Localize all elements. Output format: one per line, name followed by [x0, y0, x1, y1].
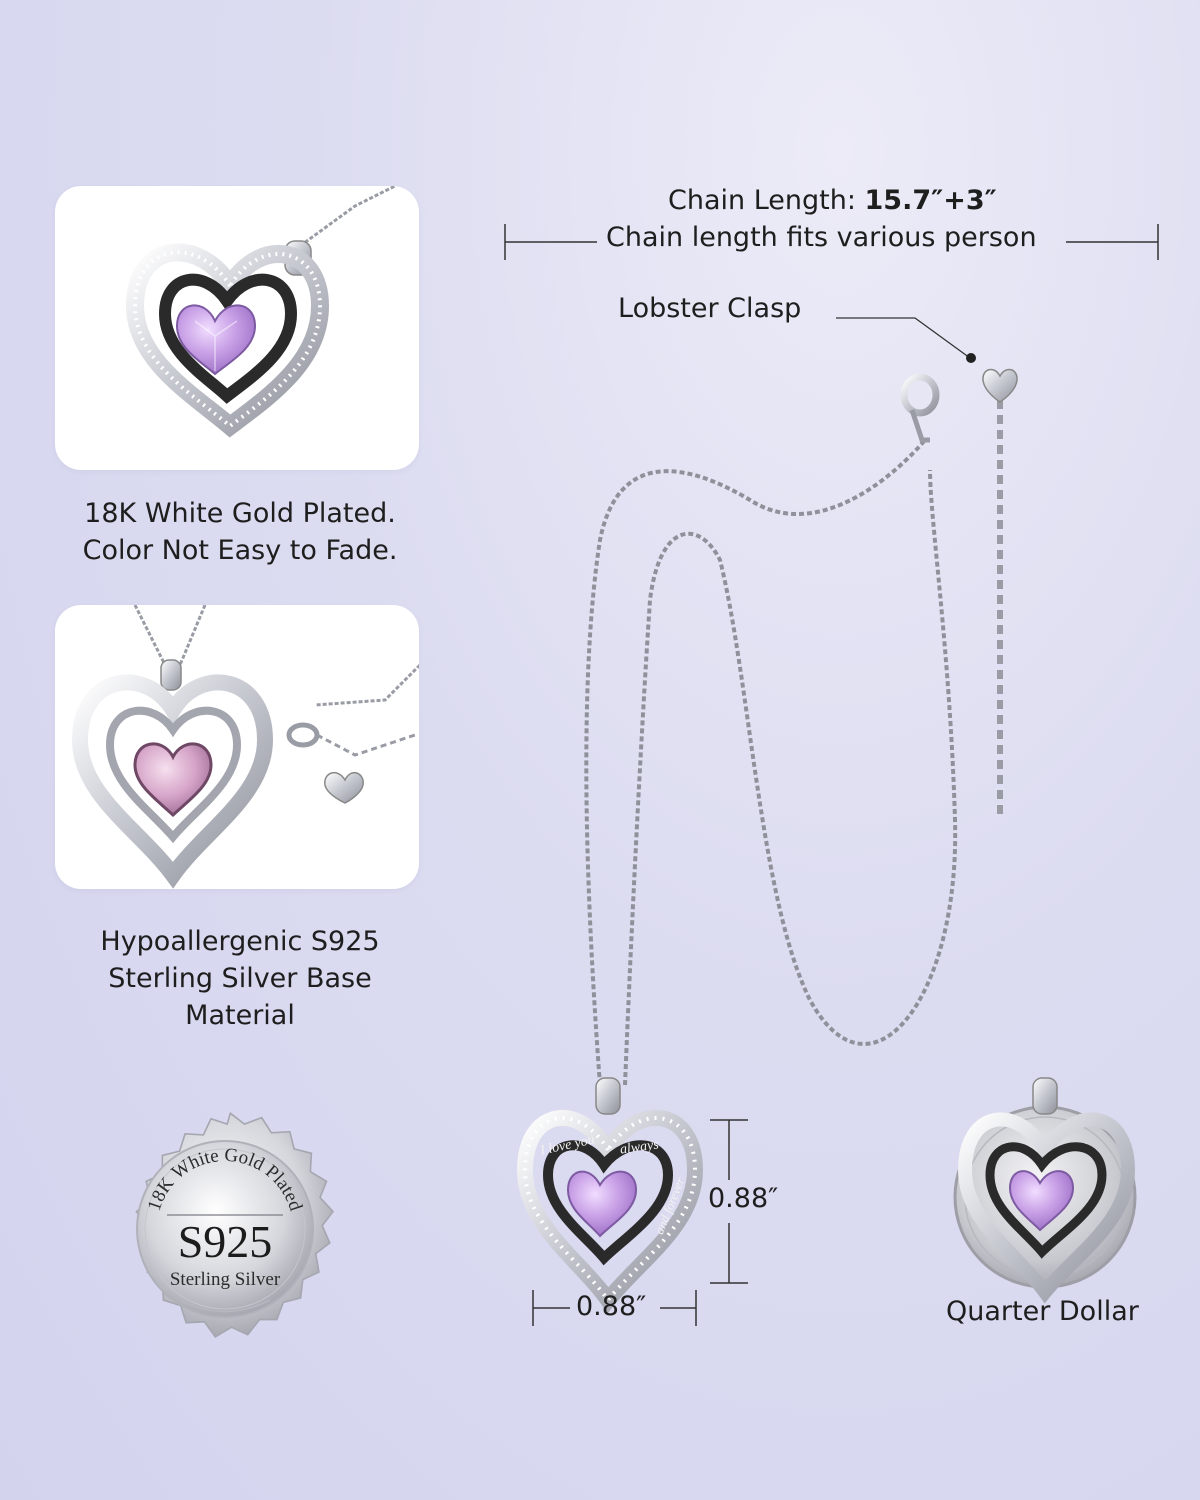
chain-length-label: Chain Length: 15.7″+3″: [668, 185, 997, 216]
badge-seal-icon: 18K White Gold Plated S925 Sterling Silv…: [135, 1111, 335, 1338]
chain-length-prefix: Chain Length:: [668, 185, 865, 216]
s925-badge: 18K White Gold Plated S925 Sterling Silv…: [95, 1095, 355, 1355]
quarter-dollar-label: Quarter Dollar: [946, 1296, 1139, 1327]
lobster-clasp-label: Lobster Clasp: [618, 293, 802, 324]
badge-main-text: S925: [178, 1216, 273, 1267]
badge-sub-text: Sterling Silver: [170, 1269, 281, 1290]
heart-pendant-closeup-image: [125, 186, 396, 438]
caption-line: 18K White Gold Plated.: [84, 498, 396, 529]
chain-length-dimension-line: [504, 224, 1159, 260]
product-photo-card-1: [55, 186, 419, 470]
chain-fit-text: Chain length fits various person: [606, 222, 1037, 253]
chain-length-value: 15.7″+3″: [864, 185, 997, 216]
pendant-with-clasp-image: [71, 605, 419, 889]
feature-caption-material: Hypoallergenic S925 Sterling Silver Base…: [40, 923, 440, 1034]
product-photo-card-2: [55, 605, 419, 889]
clasp-pointer-line: [836, 317, 976, 363]
caption-line: Color Not Easy to Fade.: [82, 535, 398, 566]
pendant-height-label: 0.88″: [708, 1183, 779, 1214]
pendant-width-label: 0.88″: [576, 1291, 647, 1322]
caption-line: Material: [185, 1000, 295, 1031]
caption-line: Hypoallergenic S925: [100, 926, 380, 957]
caption-line: Sterling Silver Base: [108, 963, 372, 994]
pointer-dot-icon: [966, 353, 976, 363]
feature-caption-plating: 18K White Gold Plated. Color Not Easy to…: [40, 495, 440, 569]
